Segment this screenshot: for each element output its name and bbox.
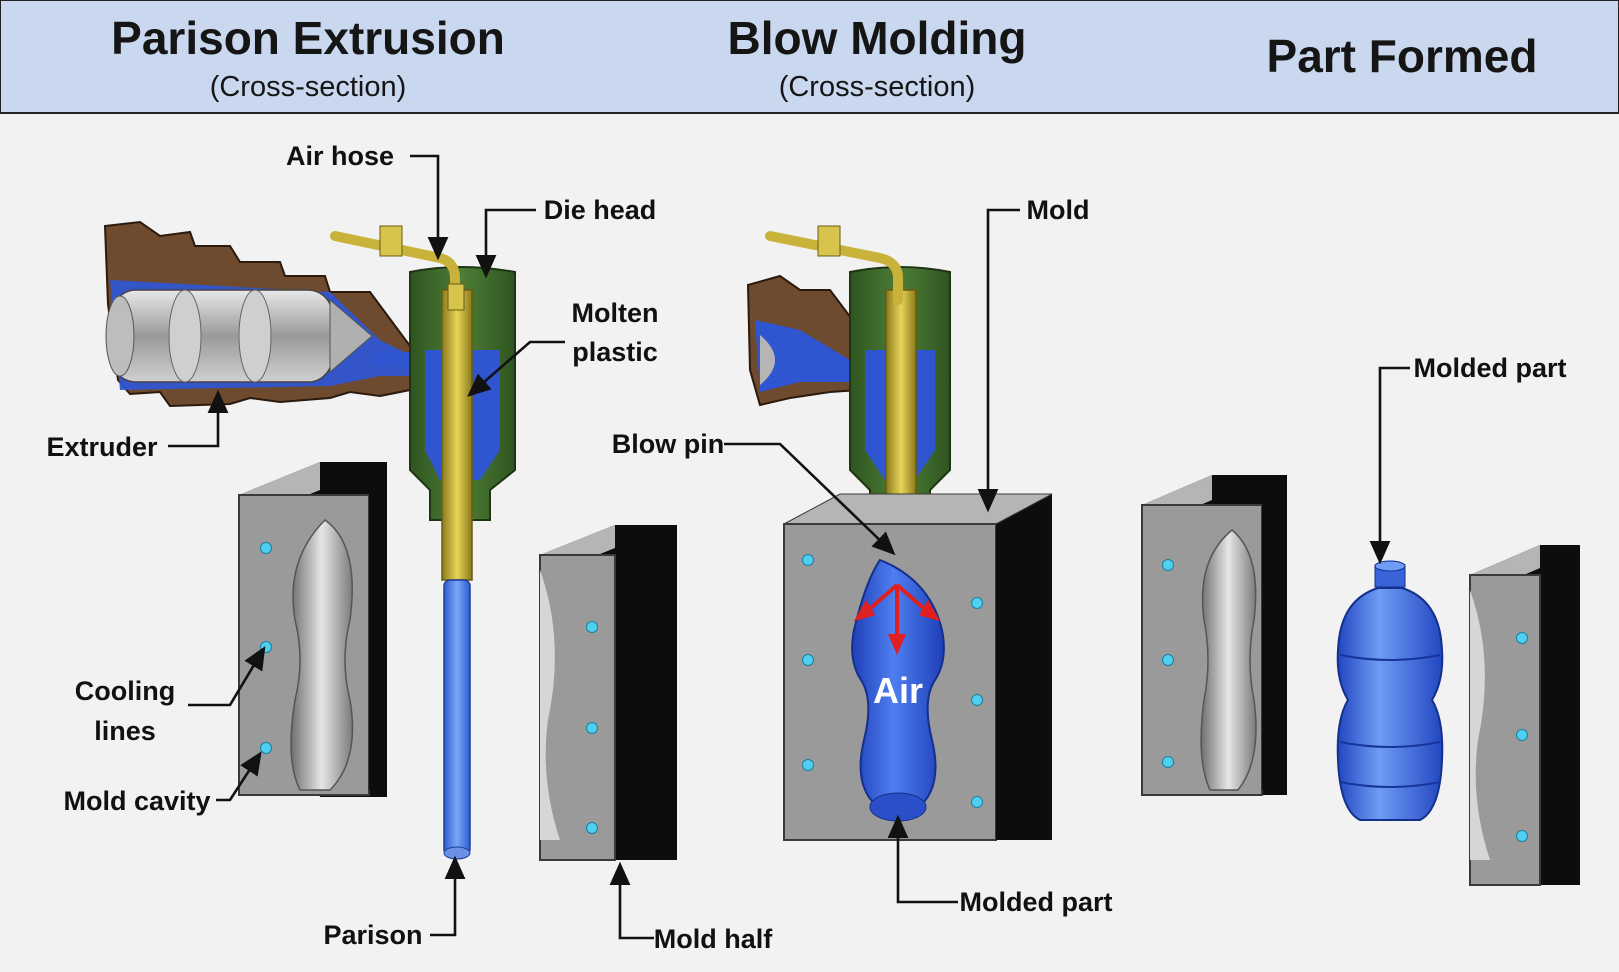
label-extruder: Extruder — [46, 432, 158, 462]
label-air-hose: Air hose — [286, 141, 394, 171]
header-title-blow-molding: Blow Molding — [728, 12, 1027, 64]
label-molten-line1: Molten — [572, 298, 659, 328]
label-mold-half: Mold half — [654, 924, 773, 954]
header-band — [0, 0, 1619, 114]
header-title-parison: Parison Extrusion — [111, 12, 505, 64]
label-blow-pin: Blow pin — [612, 429, 724, 459]
mold-closed — [783, 493, 1053, 841]
mold-half-right-part-formed — [1469, 545, 1580, 886]
label-cooling-line2: lines — [94, 716, 156, 746]
label-die-head: Die head — [544, 195, 657, 225]
header-title-part-formed: Part Formed — [1267, 30, 1538, 82]
mold-half-left-part-formed — [1141, 475, 1287, 796]
molded-bottle — [1336, 560, 1444, 821]
mold-half-right-open — [539, 525, 677, 861]
label-molded-part-mid: Molded part — [960, 887, 1113, 917]
leader-lines — [168, 154, 1410, 940]
header-subtitle-parison: (Cross-section) — [210, 71, 407, 103]
label-molded-part-right: Molded part — [1414, 353, 1567, 383]
air-arrows — [853, 583, 941, 656]
mold-half-left-open — [238, 462, 387, 797]
air-label: Air — [873, 670, 923, 711]
label-cooling-line1: Cooling — [75, 676, 175, 706]
label-parison: Parison — [323, 920, 422, 950]
label-mold: Mold — [1027, 195, 1090, 225]
label-mold-cavity: Mold cavity — [63, 786, 210, 816]
parison-tube — [443, 579, 471, 856]
header-subtitle-blow-molding: (Cross-section) — [779, 71, 976, 103]
label-molten-line2: plastic — [572, 337, 658, 367]
